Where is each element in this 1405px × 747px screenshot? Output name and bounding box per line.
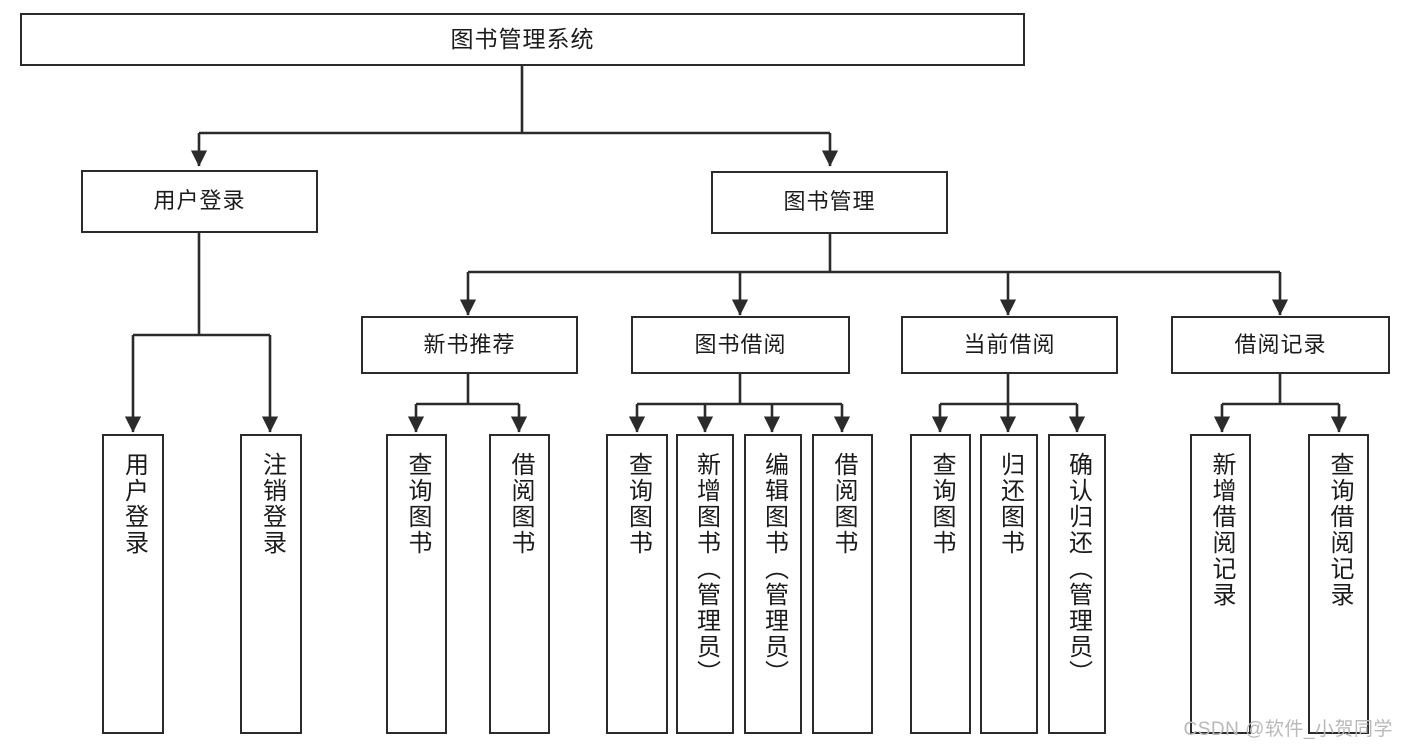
leaf-add-book-admin[interactable]: 新增图书（管理员）: [676, 434, 734, 734]
node-label: 借阅图书: [829, 452, 857, 556]
node-label: 图书管理: [783, 189, 876, 215]
node-book-management[interactable]: 图书管理: [711, 171, 948, 234]
node-root-book-management-system[interactable]: 图书管理系统: [20, 13, 1025, 66]
node-label: 新书推荐: [423, 331, 516, 357]
node-label: 查询图书: [403, 452, 431, 556]
leaf-query-book-new[interactable]: 查询图书: [386, 434, 447, 734]
node-label: 图书管理系统: [450, 26, 595, 53]
leaf-logout[interactable]: 注销登录: [240, 434, 302, 734]
node-label: 注销登录: [258, 452, 286, 556]
watermark: CSDN @软件_小贺同学: [1183, 719, 1393, 740]
leaf-borrow-book[interactable]: 借阅图书: [812, 434, 873, 734]
node-label: 新增借阅记录: [1207, 452, 1235, 608]
leaf-borrow-book-new[interactable]: 借阅图书: [489, 434, 550, 734]
node-label: 确认归还（管理员）: [1064, 452, 1092, 686]
node-label: 借阅记录: [1234, 331, 1327, 357]
leaf-confirm-return-admin[interactable]: 确认归还（管理员）: [1048, 434, 1106, 734]
node-label: 用户登录: [120, 452, 148, 556]
node-borrow-record[interactable]: 借阅记录: [1171, 316, 1390, 374]
node-label: 编辑图书（管理员）: [760, 452, 788, 686]
node-book-borrow[interactable]: 图书借阅: [631, 316, 850, 374]
node-new-book-recommendation[interactable]: 新书推荐: [361, 316, 578, 374]
node-label: 图书借阅: [694, 331, 787, 357]
node-user-login[interactable]: 用户登录: [81, 170, 318, 233]
node-label: 归还图书: [996, 452, 1024, 556]
leaf-add-borrow-record[interactable]: 新增借阅记录: [1190, 434, 1251, 734]
node-label: 查询图书: [624, 452, 652, 556]
node-label: 查询借阅记录: [1325, 452, 1353, 608]
leaf-query-book-borrow[interactable]: 查询图书: [606, 434, 668, 734]
node-label: 新增图书（管理员）: [692, 452, 720, 686]
leaf-query-borrow-record[interactable]: 查询借阅记录: [1308, 434, 1369, 734]
leaf-return-book[interactable]: 归还图书: [980, 434, 1038, 734]
leaf-user-login[interactable]: 用户登录: [102, 434, 164, 734]
node-label: 用户登录: [153, 188, 246, 214]
leaf-query-book-current[interactable]: 查询图书: [910, 434, 971, 734]
node-label: 当前借阅: [963, 331, 1056, 357]
node-current-borrow[interactable]: 当前借阅: [901, 316, 1118, 374]
node-label: 查询图书: [927, 452, 955, 556]
leaf-edit-book-admin[interactable]: 编辑图书（管理员）: [744, 434, 802, 734]
node-label: 借阅图书: [506, 452, 534, 556]
